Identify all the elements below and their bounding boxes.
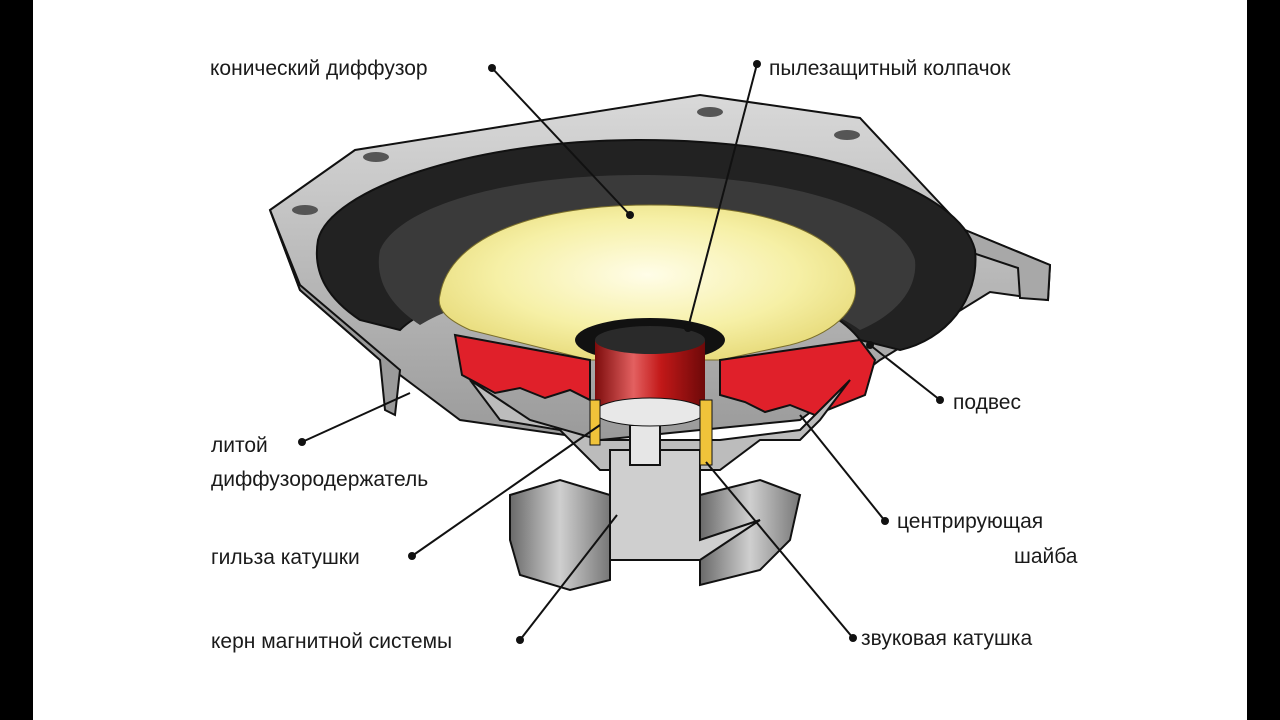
label-pole-piece: керн магнитной системы <box>211 630 452 653</box>
leader-former <box>411 424 601 557</box>
leader-dot-icon <box>881 517 889 525</box>
leader-voice-coil <box>705 461 854 639</box>
mount-hole-icon <box>834 130 860 140</box>
leader-lines <box>298 60 944 644</box>
magnet-system <box>469 379 851 592</box>
label-voice-coil: звуковая катушка <box>861 627 1032 650</box>
leader-dot-icon <box>626 211 634 219</box>
label-cone: конический диффузор <box>210 57 428 80</box>
leader-dot-icon <box>936 396 944 404</box>
label-basket-line2: диффузородержатель <box>211 468 428 491</box>
leader-cone <box>491 67 631 216</box>
leader-spider <box>799 414 886 522</box>
leader-dot-icon <box>849 634 857 642</box>
leader-basket <box>301 392 411 443</box>
leader-dust-cap <box>687 63 758 329</box>
leader-pole-piece <box>519 514 618 641</box>
dust-cap <box>595 326 705 354</box>
mount-hole-icon <box>697 107 723 117</box>
leader-surround <box>869 344 941 401</box>
label-basket-line1: литой <box>211 434 268 457</box>
leader-dot-icon <box>488 64 496 72</box>
leader-dot-icon <box>298 438 306 446</box>
label-dust-cap: пылезащитный колпачок <box>769 57 1011 80</box>
mount-hole-icon <box>292 205 318 215</box>
cone <box>438 204 857 361</box>
leader-dot-icon <box>516 636 524 644</box>
leader-dot-icon <box>408 552 416 560</box>
label-spider-line1: центрирующая <box>897 510 1043 533</box>
leader-dot-icon <box>866 341 874 349</box>
label-former: гильза катушки <box>211 546 360 569</box>
label-spider-line2: шайба <box>1014 545 1078 568</box>
leader-dot-icon <box>753 60 761 68</box>
labels: конический диффузор пылезащитный колпачо… <box>210 57 1078 653</box>
mount-hole-icon <box>363 152 389 162</box>
pole-piece <box>629 424 661 466</box>
leader-dot-icon <box>684 324 692 332</box>
label-surround: подвес <box>953 391 1021 414</box>
